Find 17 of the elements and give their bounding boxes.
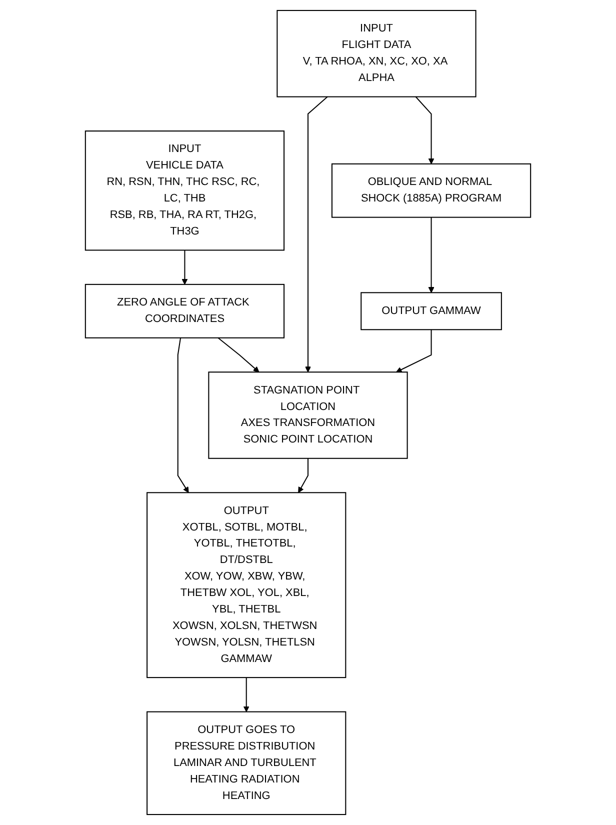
arrow	[396, 330, 432, 372]
arrow	[298, 458, 309, 493]
node-box: INPUT FLIGHT DATA V, TA RHOA, XN, XC, XO, XA ALPHA	[276, 10, 476, 98]
node-box: STAGNATION POINT LOCATION AXES TRANSFORMATION SONIC POINT LOCATION	[208, 372, 408, 459]
arrow	[177, 338, 189, 493]
arrow	[304, 96, 328, 372]
node-box: ZERO ANGLE OF ATTACK COORDINATES	[84, 284, 285, 338]
node-box: OUTPUT XOTBL, SOTBL, MOTBL, YOTBL, THETOTBL, DT/DSTBL XOW, YOW, XBW, YBW, THETBW XOL, YOL, XBL, YBL, THETBL XOWSN, XOLSN, THETWSN YOWSN, YOLSN, THETLSN GAMMAW	[146, 492, 346, 678]
arrow	[428, 217, 434, 293]
node-box: OBLIQUE AND NORMAL SHOCK (1885A) PROGRAM	[331, 163, 532, 218]
node-box: OUTPUT GOES TO PRESSURE DISTRIBUTION LAMINAR AND TURBULENT HEATING RADIATION HEATING	[146, 711, 346, 816]
arrow	[182, 250, 188, 285]
arrow	[218, 337, 260, 372]
node-box: OUTPUT GAMMAW	[360, 292, 502, 330]
arrow	[415, 96, 434, 164]
arrow	[243, 678, 250, 712]
node-box: INPUT VEHICLE DATA RN, RSN, THN, THC RSC, RC, LC, THB RSB, RB, THA, RA RT, TH2G, TH3G	[84, 130, 285, 251]
